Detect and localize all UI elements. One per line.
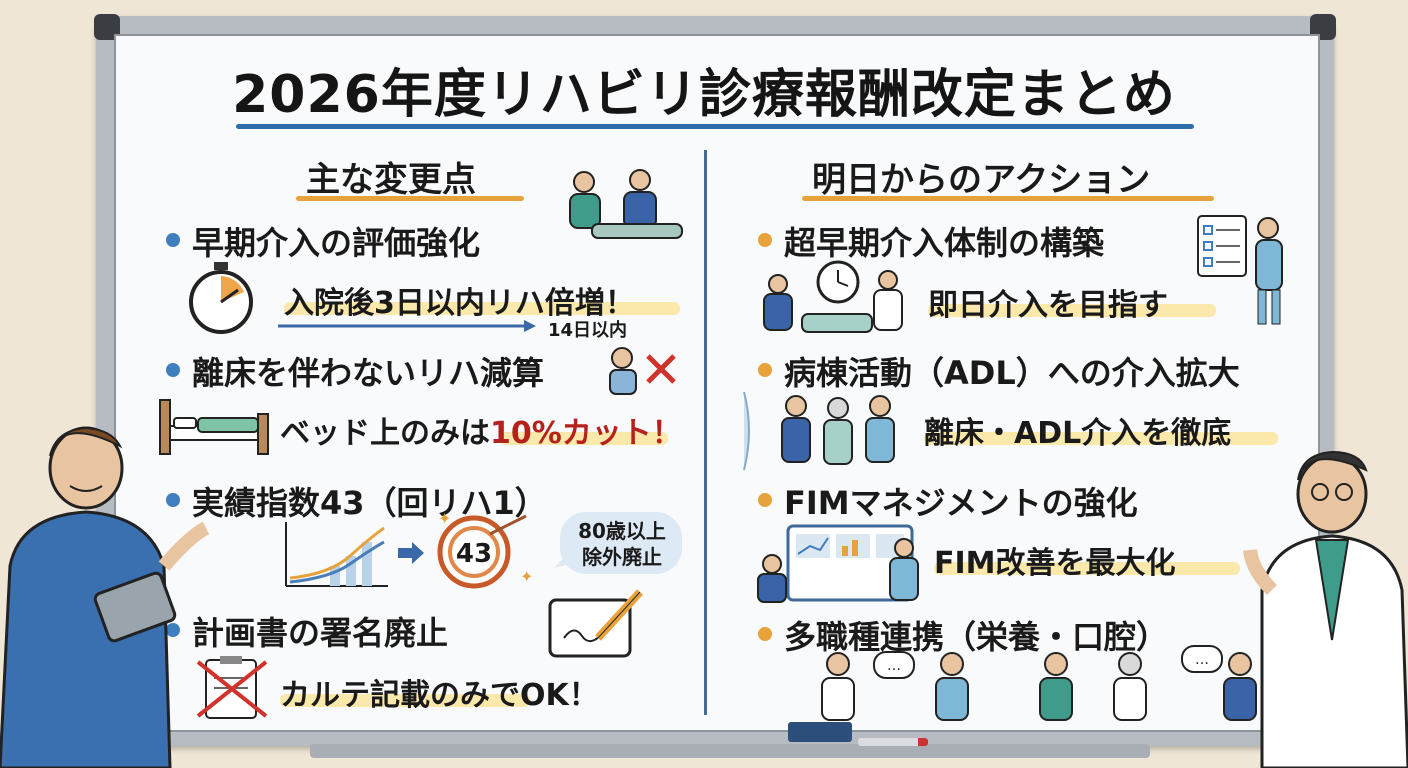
presenter-man-illustration: [0, 426, 210, 768]
right-heading-underline: [802, 196, 1214, 201]
highlight: [500, 432, 668, 445]
right-item-1-label: 超早期介入体制の構築: [784, 224, 1105, 262]
right-item-3-label: FIMマネジメントの強化: [784, 484, 1138, 522]
left-item-2-detail-emphasis: 10%カット！: [490, 416, 682, 451]
left-item-2-detail-prefix: ベッド上のみは: [280, 416, 490, 451]
eraser: [788, 722, 852, 742]
bullet: [166, 233, 180, 247]
right-item-1-detail: 即日介入を目指す: [928, 288, 1168, 323]
bed-icon: [159, 399, 269, 455]
left-item-2-detail: ベッド上のみは10%カット！: [280, 408, 682, 452]
marker-pen: [858, 738, 928, 746]
left-heading-underline: [296, 196, 524, 201]
stopwatch-icon: [189, 262, 253, 334]
bullet: [166, 623, 180, 637]
left-item-4-label: 計画書の署名廃止: [192, 614, 449, 652]
patient-cross-icon: [609, 347, 676, 395]
highlight: [280, 694, 530, 707]
left-item-1-label: 早期介入の評価強化: [192, 224, 481, 262]
column-divider: [704, 150, 707, 715]
left-heading: 主な変更点: [306, 160, 476, 200]
svg-text:…: …: [887, 658, 901, 674]
highlight: [934, 562, 1240, 575]
highlight: [924, 432, 1278, 445]
marker-tray: [310, 744, 1150, 758]
bullet: [166, 363, 180, 377]
left-item-3-label: 実績指数43（回リハ1）: [192, 484, 547, 522]
svg-text:…: …: [1195, 652, 1209, 668]
checklist-nurse-icon: [1197, 215, 1283, 325]
right-item-3-detail: FIM改善を最大化: [934, 546, 1176, 581]
arrow-icon: [278, 320, 536, 332]
bullet: [758, 363, 772, 377]
tablet-sign-icon: [548, 589, 643, 658]
left-item-4-detail: カルテ記載のみでOK！: [280, 678, 599, 713]
left-item-1-note: 14日以内: [548, 320, 628, 341]
dashboard-icon: [757, 524, 914, 603]
clock-team-illustration: [763, 260, 903, 333]
whiteboard-surface: [114, 34, 1320, 732]
chat-bubble-icon: [873, 651, 915, 679]
right-heading: 明日からのアクション: [812, 160, 1151, 200]
svg-text:✦: ✦: [520, 567, 533, 586]
bullet: [758, 493, 772, 507]
svg-text:✦: ✦: [438, 509, 451, 528]
page-title: 2026年度リハビリ診療報酬改定まとめ: [232, 65, 1176, 125]
bullet: [758, 233, 772, 247]
left-item-3-bubble: 80歳以上 除外廃止: [578, 519, 666, 569]
target-icon: 43 ✦ ✦: [437, 509, 533, 589]
team-collaboration-illustration: … …: [821, 645, 1257, 721]
staff-with-tablet: [889, 538, 919, 601]
therapist-illustration: [569, 169, 683, 239]
speech-bubble-icon: [554, 512, 682, 574]
walking-assist-illustration: [743, 391, 895, 471]
arrow-icon: [398, 542, 424, 564]
left-item-1-detail: 入院後3日以内リハ倍増！: [284, 286, 635, 321]
clipboard-crossed-icon: [196, 656, 268, 719]
highlight: [928, 304, 1216, 317]
doctor-illustration: [1243, 450, 1408, 768]
target-value: 43: [456, 539, 492, 569]
growth-chart-icon: [285, 522, 388, 587]
bullet: [758, 627, 772, 641]
right-item-2-label: 病棟活動（ADL）への介入拡大: [784, 354, 1240, 392]
chat-bubble-icon: [1181, 645, 1223, 673]
highlight: [284, 302, 680, 315]
bullet: [166, 493, 180, 507]
right-item-2-detail: 離床・ADL介入を徹底: [924, 416, 1232, 451]
right-item-4-label: 多職種連携（栄養・口腔）: [784, 618, 1169, 656]
title-underline: [236, 124, 1194, 129]
left-item-2-label: 離床を伴わないリハ減算: [192, 354, 545, 392]
